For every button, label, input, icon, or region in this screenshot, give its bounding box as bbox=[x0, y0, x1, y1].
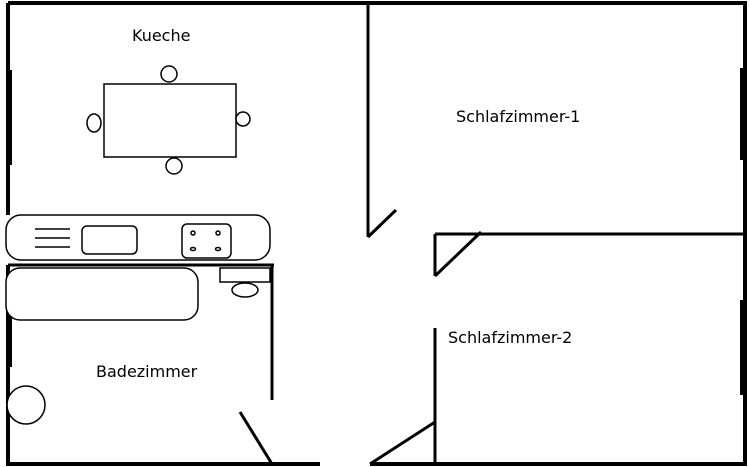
window-right-1 bbox=[740, 68, 747, 160]
chair-right bbox=[235, 111, 251, 127]
stove-burner-1 bbox=[190, 230, 196, 236]
window-left-2 bbox=[6, 295, 12, 367]
chair-bottom bbox=[165, 157, 183, 175]
chair-top bbox=[160, 65, 178, 83]
door-bedroom2 bbox=[433, 230, 483, 278]
room-label-bedroom1: Schlafzimmer-1 bbox=[456, 107, 580, 126]
stove-burner-4 bbox=[214, 246, 222, 252]
door-bedroom1 bbox=[366, 208, 398, 239]
interior-walls bbox=[8, 3, 745, 464]
room-label-kitchen: Kueche bbox=[132, 26, 190, 45]
window-marks bbox=[6, 68, 747, 395]
stove-burner-3 bbox=[189, 246, 197, 252]
room-label-bedroom2: Schlafzimmer-2 bbox=[448, 328, 572, 347]
sink bbox=[81, 225, 138, 255]
kitchen-counter-group bbox=[5, 214, 271, 261]
stove bbox=[181, 223, 232, 259]
dining-table bbox=[103, 83, 237, 158]
stove-burner-2 bbox=[215, 230, 221, 236]
round-shower bbox=[6, 385, 46, 425]
window-right-2 bbox=[740, 300, 747, 395]
dining-table-group bbox=[86, 65, 251, 175]
bathtub bbox=[5, 267, 199, 321]
door-entrance bbox=[369, 420, 436, 466]
chair-left bbox=[86, 113, 102, 133]
door-bathroom bbox=[238, 411, 274, 465]
bathroom-fixtures bbox=[5, 267, 271, 425]
washbasin-counter bbox=[219, 267, 271, 283]
window-left-1 bbox=[6, 70, 12, 165]
door-swings bbox=[238, 208, 483, 466]
washbasin bbox=[231, 282, 259, 298]
room-label-bathroom: Badezimmer bbox=[96, 362, 198, 381]
